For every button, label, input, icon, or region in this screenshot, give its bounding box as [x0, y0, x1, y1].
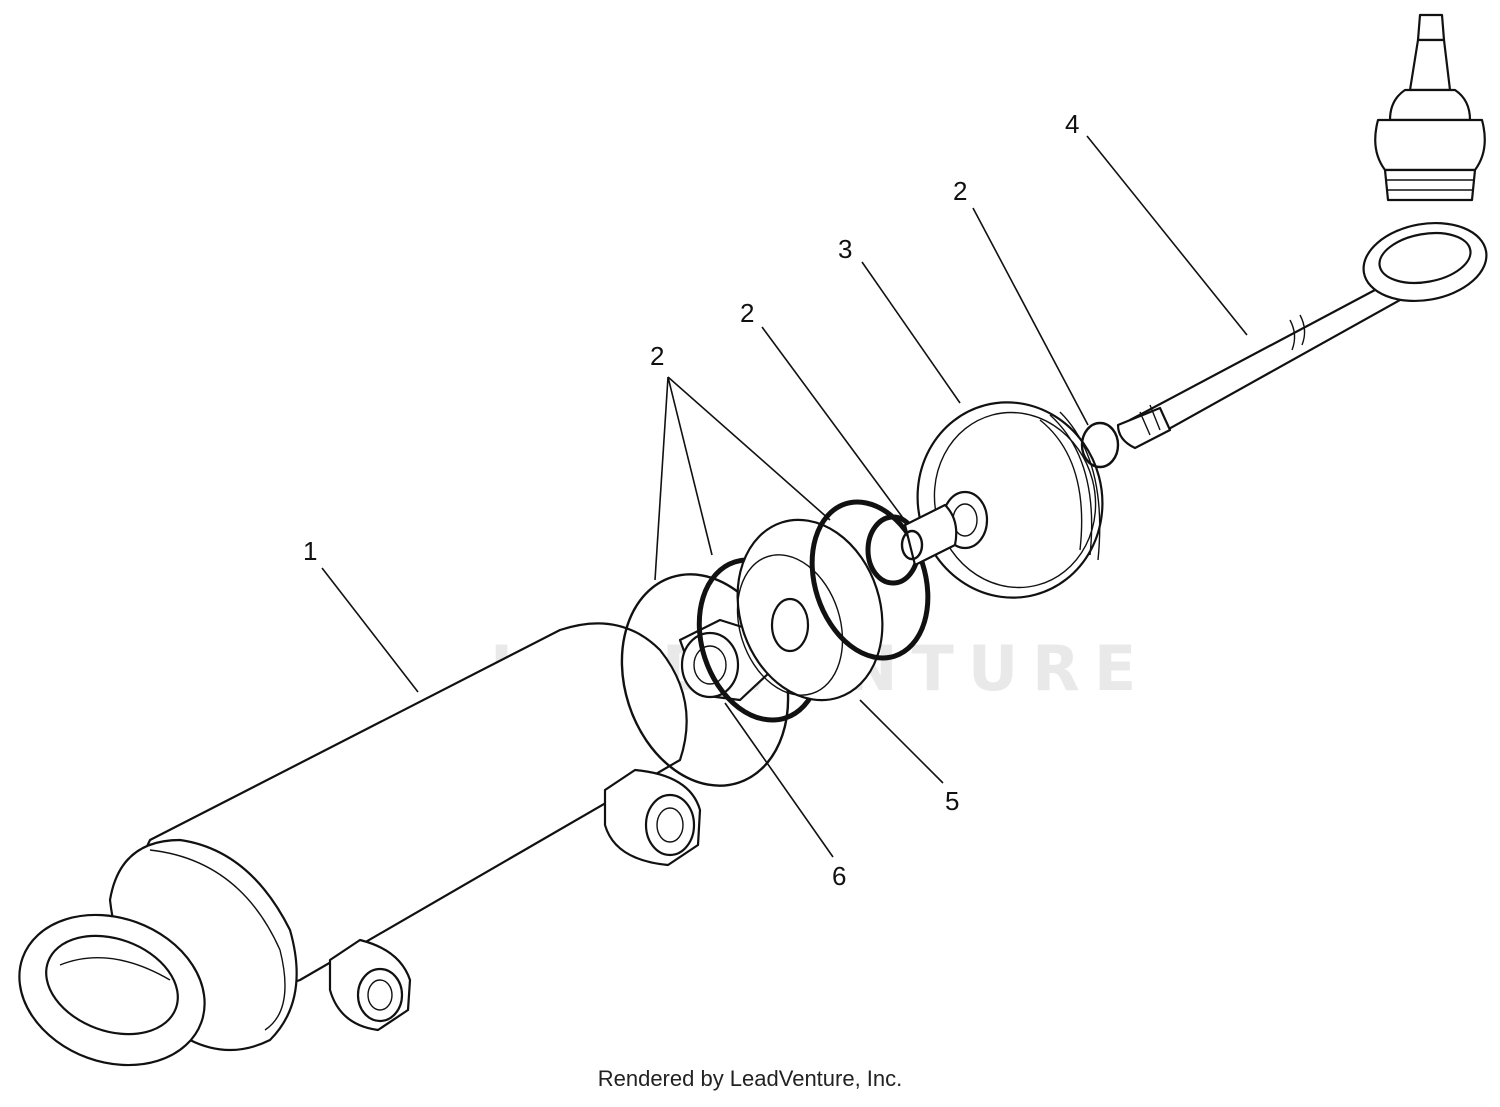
callout-part-1: 1 — [303, 536, 317, 566]
callout-part-3: 3 — [838, 234, 852, 264]
callout-part-6: 6 — [832, 861, 846, 891]
ball-joint — [1374, 13, 1486, 202]
callout-part-4: 4 — [1065, 109, 1079, 139]
leader-lines — [321, 135, 1248, 858]
callout-part-5: 5 — [945, 786, 959, 816]
callout-part-2-center: 2 — [740, 298, 754, 328]
wiper-ring — [1080, 421, 1120, 469]
cylinder-barrel — [18, 622, 702, 1067]
piston-rod — [1116, 221, 1488, 450]
gland-head — [900, 401, 1104, 599]
footer-credit: Rendered by LeadVenture, Inc. — [597, 1066, 903, 1091]
callout-part-2-left: 2 — [650, 341, 664, 371]
callout-part-2-right: 2 — [953, 176, 967, 206]
